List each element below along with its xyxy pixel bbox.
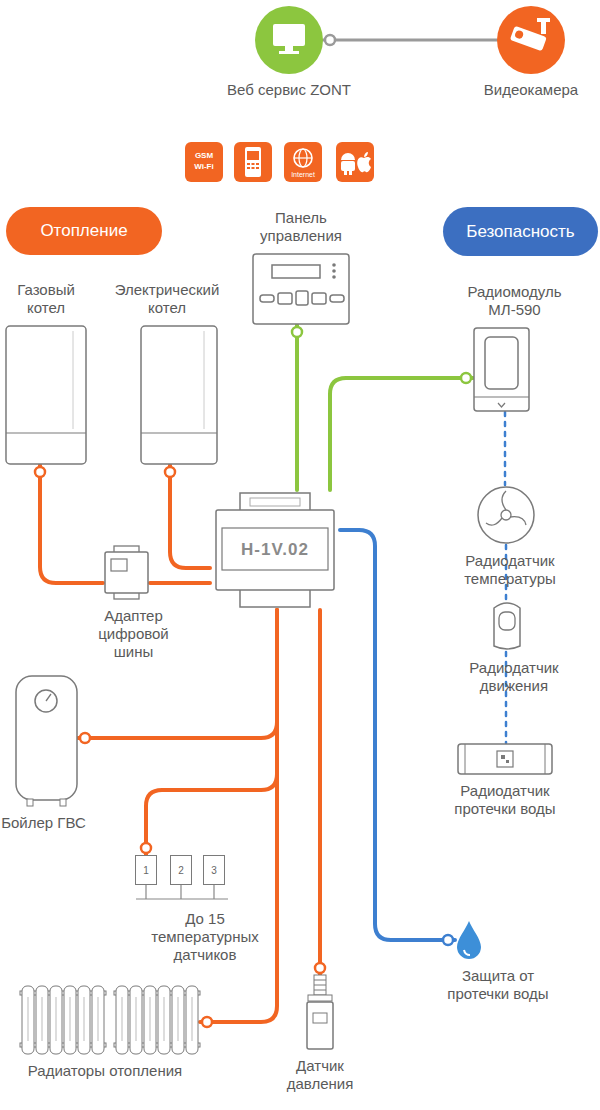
phone-icon xyxy=(234,142,272,182)
radio-module-outline xyxy=(473,327,530,412)
temperature-sensor: 2 xyxy=(170,855,192,885)
node-caption: Видеокамера xyxy=(476,81,586,99)
radiators: Радиаторы отопления xyxy=(18,985,200,1055)
internet-icon: Internet xyxy=(284,142,322,182)
electric-boiler-outline xyxy=(140,325,218,465)
connector-dot xyxy=(443,935,453,945)
node-body: Internet xyxy=(284,142,322,182)
connector-dot xyxy=(141,843,151,853)
connector xyxy=(146,610,277,855)
node-caption: Радиодатчик протечки воды xyxy=(445,782,565,818)
node-caption: Бойлер ГВС xyxy=(0,814,89,832)
connector xyxy=(318,610,322,975)
connector-dot xyxy=(202,1017,212,1027)
connector-dot xyxy=(461,373,471,383)
leak-protection-icon: Защита от протечки воды xyxy=(455,920,483,960)
radio-temperature-sensor-outline xyxy=(476,485,536,545)
temperature-sensor: 3 xyxy=(203,855,225,885)
node-caption: Панель управления xyxy=(241,209,361,245)
node-caption: Адаптер цифровой шины xyxy=(79,607,189,661)
web-service-icon: Веб сервис ZONT xyxy=(255,6,323,74)
temperature-sensor: 1 xyxy=(135,855,157,885)
bus-adapter-outline xyxy=(103,545,150,600)
electric-boiler: Электрический котел xyxy=(140,325,218,465)
pressure-sensor-outline xyxy=(305,975,335,1050)
node-body: 1 xyxy=(135,855,157,885)
camera-icon-outline xyxy=(497,6,565,74)
connector xyxy=(170,465,210,568)
control-panel: Панель управления xyxy=(252,253,350,325)
security-pill: Безопасность xyxy=(443,207,598,256)
node-text: 1 xyxy=(143,865,149,876)
bus-adapter: Адаптер цифровой шины xyxy=(103,545,150,600)
web-service-icon-outline xyxy=(255,6,323,74)
node-body: 2 xyxy=(170,855,192,885)
node-text: H-1V.02 xyxy=(241,540,309,560)
node-caption: Защита от протечки воды xyxy=(438,967,558,1003)
leak-protection-icon-outline xyxy=(455,920,483,960)
connector xyxy=(40,465,103,583)
node-caption: Радиодатчик движения xyxy=(454,659,574,695)
radio-motion-sensor-outline xyxy=(490,600,524,652)
node-caption: Радиомодуль МЛ-590 xyxy=(455,283,575,319)
node-caption: Датчик давления xyxy=(275,1057,365,1093)
hot-water-boiler-outline xyxy=(15,675,78,807)
node-caption: Радиодатчик температуры xyxy=(445,552,575,588)
node-body: Отопление xyxy=(6,207,162,255)
sensor-wires xyxy=(136,885,228,899)
note-label: До 15 температурных датчиков xyxy=(135,910,275,964)
node-body: GSM Wi-Fi xyxy=(185,142,223,182)
gsm-icon: GSM Wi-Fi xyxy=(185,142,223,182)
node-caption: Веб сервис ZONT xyxy=(219,81,359,99)
app-icon xyxy=(336,142,374,182)
gas-boiler: Газовый котел xyxy=(5,325,87,465)
connector xyxy=(295,325,299,490)
connector-dot xyxy=(35,467,45,477)
pressure-sensor: Датчик давления xyxy=(305,975,335,1050)
node-text: Отопление xyxy=(40,221,127,241)
node-body: H-1V.02 xyxy=(210,490,340,610)
controller: H-1V.02 xyxy=(210,490,340,610)
connector-dot xyxy=(80,733,90,743)
connector-dot xyxy=(165,467,175,477)
node-body: 3 xyxy=(203,855,225,885)
connector xyxy=(330,378,473,490)
node-caption: Электрический котел xyxy=(103,281,231,317)
connector xyxy=(150,581,210,585)
node-caption: Радиаторы отопления xyxy=(5,1062,205,1080)
node-text: Безопасность xyxy=(466,222,574,242)
node-text: GSM Wi-Fi xyxy=(191,151,217,173)
hot-water-boiler: Бойлер ГВС xyxy=(15,675,78,807)
heating-pill: Отопление xyxy=(6,207,162,255)
radiators-outline xyxy=(18,985,200,1055)
connector xyxy=(323,39,497,42)
connector-dot xyxy=(292,327,302,337)
gas-boiler-outline xyxy=(5,325,87,465)
radio-temperature-sensor: Радиодатчик температуры xyxy=(476,485,536,545)
radio-leak-sensor: Радиодатчик протечки воды xyxy=(457,743,553,775)
control-panel-outline xyxy=(252,253,350,325)
connector-dot xyxy=(315,963,325,973)
node-text: 3 xyxy=(211,865,217,876)
node-text: 2 xyxy=(178,865,184,876)
node-caption: Газовый котел xyxy=(3,281,89,317)
radio-leak-sensor-outline xyxy=(457,743,553,775)
node-body: Безопасность xyxy=(443,207,598,256)
radio-motion-sensor: Радиодатчик движения xyxy=(490,600,524,652)
connector-dot xyxy=(325,35,335,45)
connector xyxy=(340,530,455,940)
connector xyxy=(504,412,507,485)
camera-icon: Видеокамера xyxy=(497,6,565,74)
radio-module: Радиомодуль МЛ-590 xyxy=(473,327,530,412)
node-text: Internet xyxy=(291,171,315,178)
